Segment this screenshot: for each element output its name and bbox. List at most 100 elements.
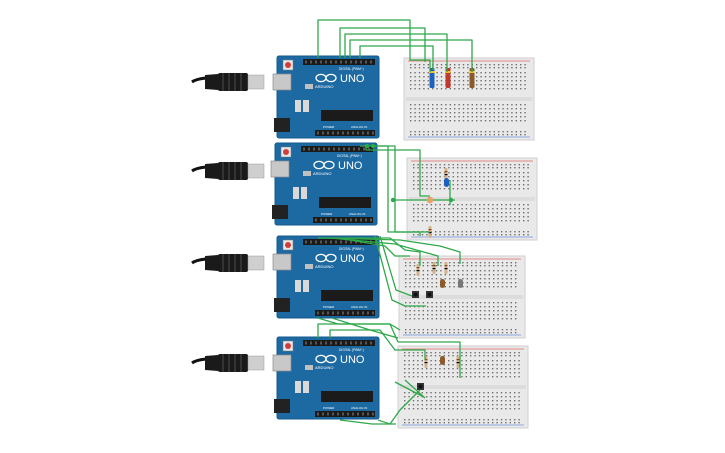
resistor[interactable] [445, 68, 451, 88]
jumper-wire[interactable] [344, 33, 448, 72]
led[interactable] [440, 356, 445, 365]
usb-grip-line [240, 73, 242, 91]
breadboard-hole [456, 419, 459, 421]
breadboard-hole [496, 212, 498, 214]
jumper-wire[interactable] [339, 27, 426, 62]
breadboard-hole [430, 360, 432, 362]
breadboard-hole [483, 234, 485, 236]
breadboard-hole [449, 286, 451, 288]
breadboard-hole [471, 282, 473, 284]
breadboard-hole [417, 216, 419, 218]
breadboard[interactable] [403, 57, 535, 141]
jumper-wire[interactable] [318, 237, 421, 266]
breadboard-hole [465, 372, 467, 374]
jumper-wire[interactable] [377, 389, 421, 425]
header-pin [340, 341, 342, 345]
breadboard-hole [465, 419, 467, 421]
breadboard-hole [489, 108, 491, 110]
breadboard-hole [421, 422, 423, 424]
breadboard-hole [439, 408, 441, 410]
jumper-wire[interactable] [331, 317, 399, 339]
push-button[interactable] [417, 383, 424, 390]
push-button[interactable] [412, 291, 419, 298]
breadboard-hole [436, 67, 438, 69]
header-pin [365, 240, 367, 244]
jumper-wire[interactable] [339, 419, 396, 425]
breadboard-hole [484, 274, 486, 276]
resistor[interactable] [444, 168, 448, 180]
breadboard-hole [474, 167, 476, 169]
breadboard-hole [465, 396, 467, 398]
usb-cable[interactable] [191, 162, 265, 180]
breadboard-hole [470, 376, 472, 378]
breadboard-hole [421, 164, 424, 166]
resistor[interactable] [416, 264, 420, 276]
led[interactable] [440, 279, 445, 288]
breadboard-hole [413, 278, 416, 280]
jumper-wire[interactable] [404, 379, 426, 399]
breadboard-hole [427, 108, 429, 110]
jumper-wire[interactable] [317, 323, 461, 378]
breadboard-hole [523, 231, 525, 233]
breadboard[interactable] [397, 345, 529, 429]
breadboard-hole [432, 108, 434, 110]
jumper-wire[interactable] [324, 237, 461, 264]
breadboard[interactable] [398, 255, 526, 339]
resistor[interactable] [456, 356, 460, 368]
breadboard-hole [484, 302, 486, 304]
breadboard-hole [502, 84, 504, 86]
breadboard-hole [480, 120, 482, 122]
breadboard-hole [413, 314, 416, 316]
breadboard-hole [506, 112, 509, 114]
resistor[interactable] [444, 262, 448, 274]
jumper-wire[interactable] [359, 45, 434, 70]
usb-cable[interactable] [191, 73, 265, 91]
breadboard-hole [430, 220, 432, 222]
jumper-wire[interactable] [349, 39, 473, 72]
breadboard-hole [443, 212, 446, 214]
led[interactable] [458, 279, 463, 288]
breadboard-hole [520, 88, 522, 90]
breadboard-hole [483, 360, 485, 362]
breadboard[interactable] [406, 157, 538, 241]
breadboard-hole [444, 332, 446, 334]
usb-strain-relief [205, 163, 218, 179]
breadboard-hole [457, 212, 459, 214]
breadboard-hole [483, 422, 485, 424]
breadboard-hole [492, 231, 494, 233]
breadboard-hole [471, 265, 473, 267]
breadboard-hole [421, 176, 424, 178]
jumper-wire[interactable] [394, 381, 423, 397]
usb-connector [247, 355, 265, 371]
photoresistor[interactable] [426, 196, 434, 204]
wire-junction [364, 143, 370, 149]
breadboard-hole [444, 310, 446, 312]
breadboard-hole [427, 104, 429, 106]
breadboard-hole [452, 212, 454, 214]
breadboard-hole [524, 80, 526, 82]
push-button[interactable] [426, 291, 433, 298]
breadboard-hole [440, 72, 443, 74]
breadboard-hole [484, 104, 487, 106]
jumper-wire[interactable] [394, 200, 421, 236]
header-pin [320, 341, 322, 345]
jumper-wire[interactable] [374, 235, 426, 307]
breadboard-hole [484, 120, 487, 122]
breadboard-hole [497, 318, 499, 320]
jumper-wire[interactable] [329, 237, 439, 266]
jumper-wire[interactable] [379, 235, 413, 297]
led[interactable] [444, 178, 449, 187]
breadboard-hole [501, 180, 503, 182]
usb-cable[interactable] [191, 254, 265, 272]
jumper-wire[interactable] [365, 146, 430, 197]
jumper-wire[interactable] [329, 329, 426, 360]
usb-cable[interactable] [191, 354, 265, 372]
resistor[interactable] [432, 262, 436, 274]
jumper-wire[interactable] [337, 237, 410, 257]
resistor[interactable] [429, 68, 435, 88]
